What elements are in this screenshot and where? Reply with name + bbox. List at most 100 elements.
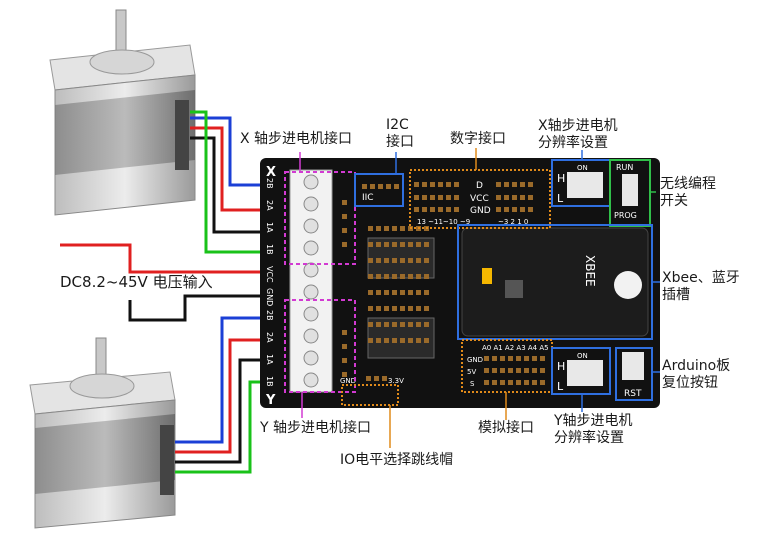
- callout-y-res-box: [551, 347, 611, 395]
- header-pin: [520, 195, 525, 200]
- x-dip-switch: [567, 172, 603, 198]
- header-pin: [400, 338, 405, 343]
- label-reset-line1: Arduino板: [662, 358, 731, 374]
- header-pin: [392, 306, 397, 311]
- header-pin: [454, 207, 459, 212]
- header-pin: [414, 207, 419, 212]
- header-pin: [376, 258, 381, 263]
- label-i2c-line2: 接口: [386, 134, 414, 150]
- header-pin: [492, 380, 497, 385]
- header-pin: [384, 338, 389, 343]
- header-pin: [500, 380, 505, 385]
- digital-pin-numbers: 13 ~11~10 ~9: [417, 218, 470, 226]
- prog-label: PROG: [614, 211, 637, 220]
- x-switch-l: L: [557, 192, 564, 205]
- jumper-gnd: GND: [340, 377, 356, 385]
- y-switch-h: H: [557, 360, 565, 373]
- header-pin: [384, 290, 389, 295]
- header-pin: [528, 195, 533, 200]
- header-pin: [374, 376, 379, 381]
- analog-row-gnd: GND: [467, 356, 483, 364]
- terminal-screw: [303, 372, 319, 388]
- header-pin: [368, 306, 373, 311]
- callout-y-motor-box: [284, 299, 356, 393]
- label-xbee-slot: Xbee、蓝牙 插槽: [662, 270, 740, 304]
- label-digital-port: 数字接口: [450, 131, 506, 147]
- xbee-text: XBEE: [583, 255, 597, 287]
- header-pin: [394, 184, 399, 189]
- terminal-pin-label: 1B: [265, 244, 274, 255]
- header-pin: [384, 322, 389, 327]
- header-pin: [392, 274, 397, 279]
- header-pin: [524, 368, 529, 373]
- digital-row-gnd: GND: [470, 206, 491, 216]
- header-pin: [500, 368, 505, 373]
- header-pin: [376, 274, 381, 279]
- header-pin: [524, 380, 529, 385]
- header-pin: [342, 242, 347, 247]
- header-pin: [384, 226, 389, 231]
- header-pin: [368, 290, 373, 295]
- header-pin: [528, 207, 533, 212]
- y-dip-switch: [567, 360, 603, 386]
- x-switch-h: H: [557, 172, 565, 185]
- header-pin: [376, 242, 381, 247]
- header-pin: [414, 195, 419, 200]
- header-pin: [438, 182, 443, 187]
- callout-jumper-box: [341, 384, 399, 406]
- header-pin: [540, 368, 545, 373]
- header-pins: [342, 182, 545, 385]
- switch-on-y: ON: [577, 352, 588, 360]
- header-pin: [368, 258, 373, 263]
- header-pin: [540, 380, 545, 385]
- run-prog-switch: [622, 174, 638, 206]
- header-pin: [342, 330, 347, 335]
- wire-green: [190, 110, 300, 254]
- header-pin: [424, 274, 429, 279]
- header-pin: [368, 242, 373, 247]
- header-pin: [400, 258, 405, 263]
- header-pin: [400, 226, 405, 231]
- header-pin: [504, 207, 509, 212]
- header-pin: [484, 368, 489, 373]
- label-arduino-reset: Arduino板 复位按钮: [662, 358, 730, 392]
- header-pin: [392, 242, 397, 247]
- header-pin: [416, 242, 421, 247]
- digital-row-d: D: [476, 181, 483, 191]
- header-pin: [400, 274, 405, 279]
- analog-pins-label: A0 A1 A2 A3 A4 A5: [482, 344, 549, 352]
- header-pin: [430, 195, 435, 200]
- board-y-label: Y: [265, 393, 276, 408]
- header-pin: [392, 322, 397, 327]
- header-pin: [378, 184, 383, 189]
- header-pin: [416, 338, 421, 343]
- header-pin: [384, 274, 389, 279]
- i2c-silk: IIC: [362, 193, 374, 203]
- header-pin: [516, 356, 521, 361]
- switch-on-x: ON: [577, 164, 588, 172]
- digital-pin-numbers-2: ~3 2 1 0: [498, 218, 528, 226]
- header-pin: [416, 274, 421, 279]
- header-pin: [408, 322, 413, 327]
- label-x-resolution: X轴步进电机 分辨率设置: [538, 118, 618, 152]
- header-pin: [392, 226, 397, 231]
- header-pin: [424, 290, 429, 295]
- callout-digital-box: [409, 169, 551, 229]
- terminal-screw: [303, 328, 319, 344]
- header-pin: [532, 368, 537, 373]
- header-pin: [408, 258, 413, 263]
- header-pin: [376, 322, 381, 327]
- header-pin: [524, 356, 529, 361]
- header-pin: [342, 344, 347, 349]
- header-pin: [496, 195, 501, 200]
- terminal-screw: [303, 240, 319, 256]
- header-pin: [376, 290, 381, 295]
- header-pin: [408, 306, 413, 311]
- header-pin: [520, 182, 525, 187]
- xbee-module: [461, 227, 649, 337]
- terminal-pin-label: VCC: [265, 266, 274, 283]
- header-pin: [504, 182, 509, 187]
- terminal-screw: [303, 350, 319, 366]
- header-pin: [376, 226, 381, 231]
